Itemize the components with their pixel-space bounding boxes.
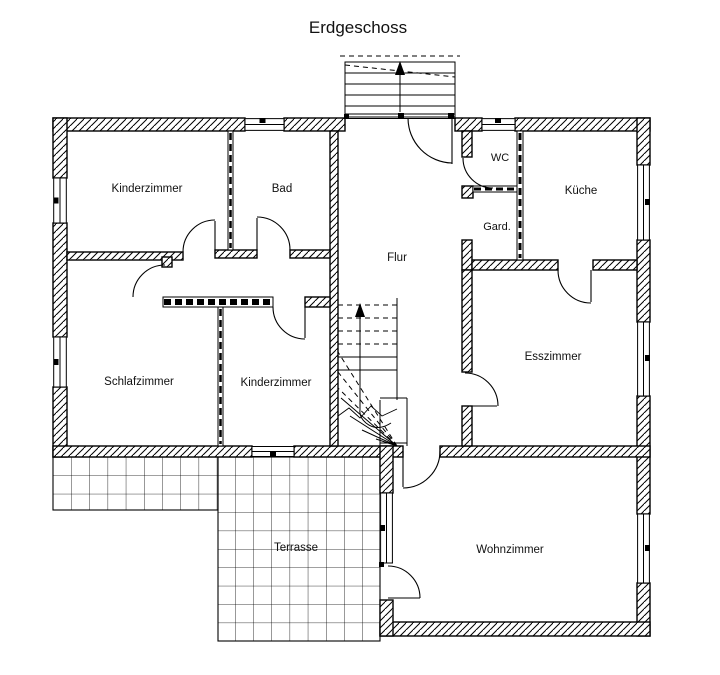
window [481, 118, 516, 131]
door-swing [402, 450, 441, 489]
window [637, 513, 650, 584]
door-swing [256, 216, 291, 251]
window [244, 118, 285, 131]
room-label-kinderzimmer-2: Kinderzimmer [241, 377, 312, 389]
window [637, 164, 650, 241]
room-label-kinderzimmer-1: Kinderzimmer [112, 183, 183, 195]
door-swing [132, 264, 166, 298]
partition-walls [162, 130, 524, 447]
room-label-terrasse: Terrasse [274, 542, 318, 554]
room-label-kueche: Küche [565, 185, 598, 197]
door-swing [464, 372, 499, 407]
doors [132, 113, 592, 599]
door-swing [462, 157, 494, 189]
window [251, 446, 295, 457]
room-label-schlafzimmer: Schlafzimmer [104, 376, 174, 388]
main-stairs-icon [337, 298, 408, 447]
room-label-wohnzimmer: Wohnzimmer [476, 544, 544, 556]
page-title: Erdgeschoss [309, 18, 407, 37]
window [380, 492, 393, 564]
room-label-flur: Flur [387, 252, 407, 264]
windows [53, 118, 650, 584]
room-labels: Kinderzimmer Bad WC Küche Gard. Flur Ess… [104, 152, 597, 556]
window [53, 336, 67, 388]
terrace-door [379, 562, 421, 599]
entrance-door [344, 113, 455, 164]
window [637, 321, 650, 397]
up-arrow-icon [395, 61, 405, 75]
room-label-garderobe: Gard. [483, 221, 511, 233]
room-label-bad: Bad [272, 183, 292, 195]
door-swing [182, 219, 216, 253]
up-arrow-icon [355, 303, 365, 317]
door-swing [272, 306, 306, 340]
room-label-wc: WC [491, 152, 509, 164]
window [53, 177, 67, 224]
room-label-esszimmer: Esszimmer [525, 351, 582, 363]
door-swing [557, 269, 592, 304]
